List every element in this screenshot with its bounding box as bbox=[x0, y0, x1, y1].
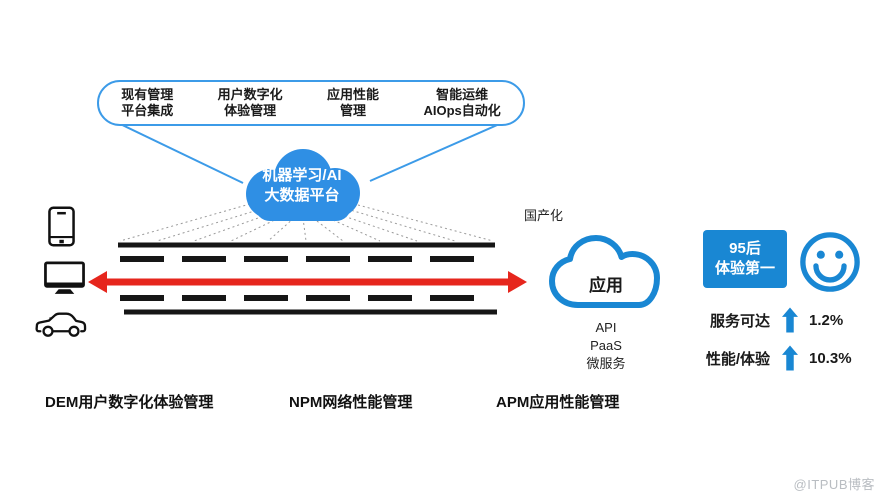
stack-item-api: API bbox=[595, 320, 617, 335]
capability-line: 平台集成 bbox=[121, 103, 174, 118]
capability-line: 应用性能 bbox=[327, 86, 380, 102]
stat-row-availability: 服务可达 1.2% bbox=[690, 305, 843, 335]
stat-row-performance: 性能/体验 10.3% bbox=[690, 343, 852, 373]
experience-badge: 95后 体验第一 bbox=[703, 230, 787, 288]
ml-cloud-line2: 大数据平台 bbox=[264, 187, 340, 204]
up-arrow-icon bbox=[782, 345, 798, 371]
section-label-dem: DEM用户数字化体验管理 bbox=[45, 394, 214, 411]
stat-label: 性能/体验 bbox=[705, 350, 770, 368]
section-label-apm: APM应用性能管理 bbox=[496, 394, 620, 411]
up-arrow-icon bbox=[782, 307, 798, 333]
stat-value: 10.3% bbox=[809, 349, 852, 367]
capability-line: 体验管理 bbox=[224, 103, 277, 118]
capability-bubble: 现有管理 平台集成 用户数字化 体验管理 应用性能 管理 智能运维 AIOps自… bbox=[97, 80, 525, 126]
badge-line1: 95后 bbox=[729, 240, 761, 257]
section-label-npm: NPM网络性能管理 bbox=[289, 394, 413, 411]
ml-cloud-label: 机器学习/AI 大数据平台 bbox=[230, 166, 374, 206]
bidirectional-traffic-arrow bbox=[88, 271, 527, 293]
ml-bigdata-cloud-icon bbox=[246, 149, 360, 221]
stat-value: 1.2% bbox=[809, 311, 844, 329]
network-road-lines bbox=[118, 242, 497, 315]
monitor-icon bbox=[44, 261, 85, 294]
capability-line: 管理 bbox=[340, 103, 367, 118]
watermark: @ITPUB博客 bbox=[793, 477, 875, 492]
bubble-to-cloud-connectors bbox=[113, 120, 505, 184]
capability-line: AIOps自动化 bbox=[423, 103, 501, 118]
capability-existing-platform: 现有管理 平台集成 bbox=[121, 87, 173, 120]
capability-line: 智能运维 bbox=[436, 86, 489, 102]
capability-line: 用户数字化 bbox=[217, 86, 283, 102]
badge-line2: 体验第一 bbox=[714, 260, 775, 277]
application-label: 应用 bbox=[589, 276, 623, 295]
car-icon bbox=[35, 312, 87, 337]
ml-cloud-line1: 机器学习/AI bbox=[262, 167, 342, 184]
capability-line: 现有管理 bbox=[121, 86, 174, 102]
capability-digital-experience: 用户数字化 体验管理 bbox=[218, 87, 283, 120]
application-cloud-icon bbox=[549, 235, 660, 308]
stack-item-microservice: 微服务 bbox=[586, 356, 626, 371]
smartphone-icon bbox=[48, 206, 75, 247]
capability-app-performance: 应用性能 管理 bbox=[327, 87, 379, 120]
capability-aiops: 智能运维 AIOps自动化 bbox=[423, 87, 500, 120]
stack-item-paas: PaaS bbox=[590, 338, 622, 353]
smiley-face-icon bbox=[800, 232, 860, 292]
application-stack-list: API PaaS 微服务 bbox=[546, 319, 666, 373]
domestic-label: 国产化 bbox=[524, 208, 564, 223]
stat-label: 服务可达 bbox=[709, 312, 770, 330]
